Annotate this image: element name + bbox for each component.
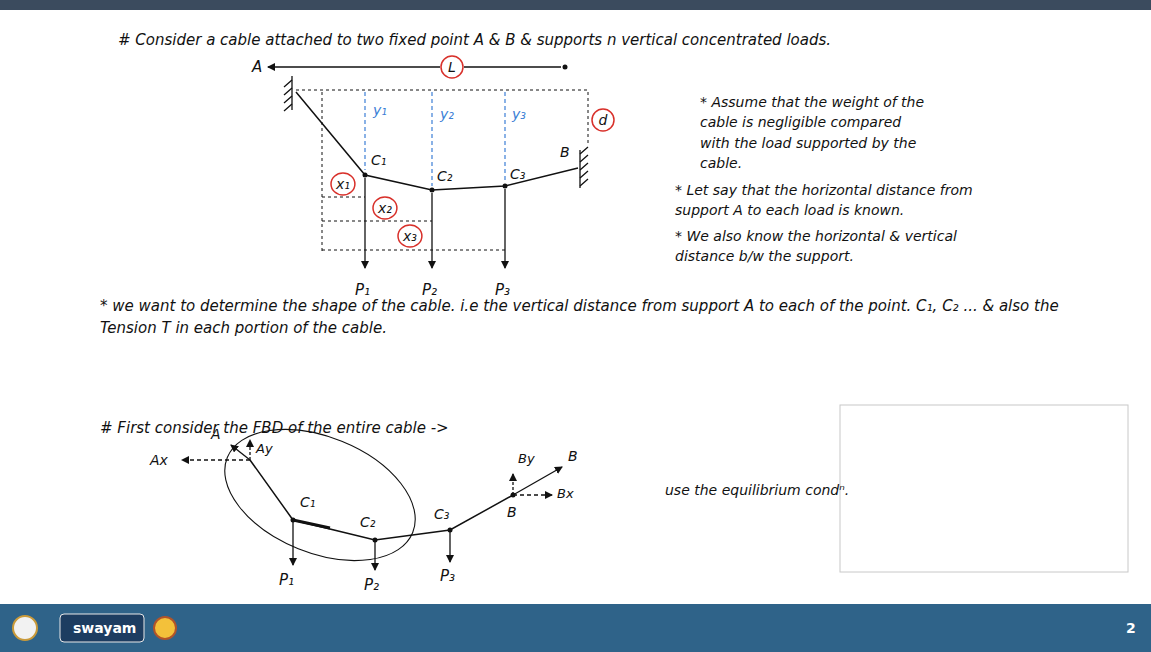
reaction-label: Bx bbox=[557, 485, 574, 504]
swayam-logo-box bbox=[60, 614, 144, 642]
circled-symbol: x₃ bbox=[398, 225, 422, 247]
support-label: B bbox=[568, 446, 578, 466]
cable-sketch bbox=[268, 67, 588, 268]
heading-note: # Consider a cable attached to two fixed… bbox=[118, 30, 831, 52]
symbol-text: x₃ bbox=[403, 228, 417, 245]
reaction-label: Ay bbox=[256, 440, 273, 459]
point-label: C₃ bbox=[434, 504, 449, 524]
point-label: C₂ bbox=[360, 512, 375, 532]
point-label: C₁ bbox=[300, 492, 315, 512]
sag-label: y₂ bbox=[440, 104, 454, 124]
assumption-note: * Let say that the horizontal distance f… bbox=[675, 180, 1015, 221]
load-label: P₃ bbox=[440, 566, 455, 588]
objective-note: * we want to determine the shape of the … bbox=[100, 296, 1065, 340]
circled-symbol: L bbox=[441, 56, 463, 78]
symbol-text: d bbox=[599, 112, 608, 129]
support-label: A bbox=[211, 424, 221, 444]
sag-dimension-lines bbox=[365, 92, 505, 186]
circled-symbol: x₁ bbox=[331, 173, 355, 195]
support-label: B bbox=[507, 502, 517, 522]
logo-text: swayam bbox=[73, 618, 136, 638]
circled-symbol: d bbox=[592, 109, 614, 131]
nptel-logo bbox=[154, 617, 176, 639]
step-note: use the equilibrium condⁿ. bbox=[665, 480, 849, 500]
point-label: C₃ bbox=[510, 164, 525, 184]
load-points bbox=[363, 65, 568, 193]
point-label: C₁ bbox=[371, 150, 386, 170]
load-label: P₁ bbox=[279, 570, 294, 592]
sag-label: y₃ bbox=[512, 104, 526, 124]
circled-symbol: x₂ bbox=[373, 197, 397, 219]
assumption-note: * We also know the horizontal & vertical… bbox=[675, 226, 1005, 267]
symbol-text: x₂ bbox=[378, 200, 392, 217]
blank-panel bbox=[840, 405, 1128, 572]
page-number: 2 bbox=[1126, 618, 1136, 638]
institute-logo bbox=[13, 616, 37, 640]
point-label: C₂ bbox=[437, 166, 452, 186]
reaction-label: Ax bbox=[150, 450, 168, 470]
assumption-note: * Assume that the weight of the cable is… bbox=[700, 92, 925, 173]
support-label: A bbox=[252, 57, 262, 79]
footer-band bbox=[0, 604, 1151, 652]
symbol-text: L bbox=[448, 59, 456, 76]
step-note: # First consider the FBD of the entire c… bbox=[100, 418, 449, 440]
load-label: P₂ bbox=[364, 575, 379, 597]
top-band bbox=[0, 0, 1151, 10]
fbd-points bbox=[291, 493, 516, 543]
sag-label: y₁ bbox=[373, 100, 387, 120]
support-label: B bbox=[560, 142, 570, 162]
reaction-label: By bbox=[518, 450, 535, 469]
symbol-text: x₁ bbox=[336, 176, 350, 193]
